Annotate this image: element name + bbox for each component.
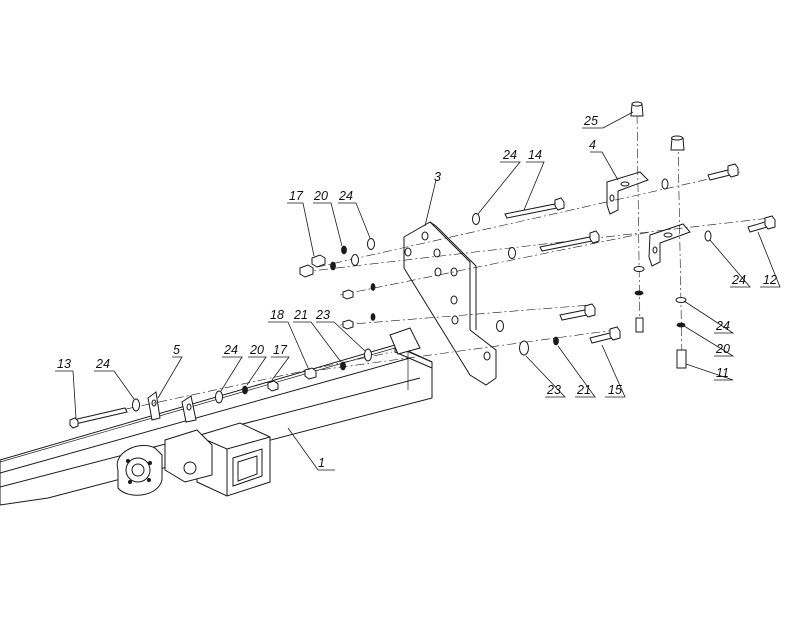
bolts-right [496,163,776,356]
fasteners-lower-left [69,348,372,429]
bracket-upper [606,171,649,215]
receiver-tube [164,422,271,497]
fasteners-upper-left [299,238,376,330]
socket-bracket [116,444,163,496]
label-17-lower: 17 [273,343,288,357]
label-24-lower-right: 24 [715,319,730,333]
label-21-right: 21 [576,383,591,397]
side-plate [403,221,497,386]
long-bolts [472,197,600,259]
label-15: 15 [608,383,622,397]
mount-tabs [147,327,421,423]
label-11: 11 [716,366,729,380]
label-25: 25 [583,114,598,128]
label-1: 1 [318,456,325,470]
label-4: 4 [589,138,596,152]
label-21-mid: 21 [293,308,308,322]
label-20-top: 20 [313,189,328,203]
label-23-right: 23 [546,383,561,397]
label-14: 14 [528,148,542,162]
label-13: 13 [57,357,71,371]
label-5: 5 [173,343,180,357]
label-20-right: 20 [715,342,730,356]
label-3: 3 [434,170,441,184]
label-23-mid: 23 [315,308,330,322]
label-17-top: 17 [289,189,304,203]
label-24-upper-left: 24 [338,189,353,203]
label-24-far-left: 24 [95,357,110,371]
bracket-lower [648,223,691,267]
label-24-lower: 24 [223,343,238,357]
vertical-fasteners [630,101,687,369]
label-24-top: 24 [502,148,517,162]
callouts: 25 4 24 14 3 17 20 24 12 24 24 20 [55,111,781,471]
label-12: 12 [763,273,777,287]
label-20-lower: 20 [249,343,264,357]
label-24-right: 24 [731,273,746,287]
label-18: 18 [270,308,284,322]
